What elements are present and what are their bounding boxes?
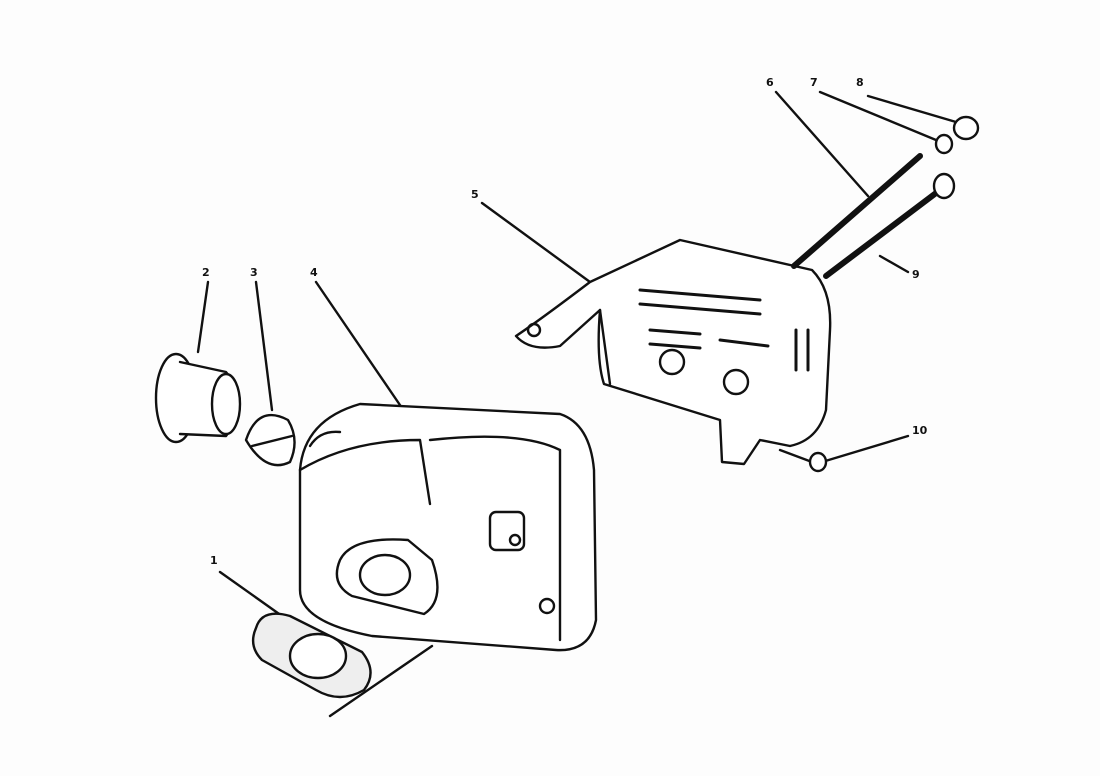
callout-3: 3 — [250, 266, 258, 279]
callout-5: 5 — [471, 188, 479, 201]
callout-1: 1 — [210, 554, 218, 567]
callout-6: 6 — [766, 76, 774, 89]
callout-2: 2 — [202, 266, 210, 279]
callout-9: 9 — [912, 268, 920, 281]
callout-4: 4 — [310, 266, 318, 279]
callout-8: 8 — [856, 76, 864, 89]
callout-10: 10 — [912, 424, 928, 437]
callout-7: 7 — [810, 76, 818, 89]
